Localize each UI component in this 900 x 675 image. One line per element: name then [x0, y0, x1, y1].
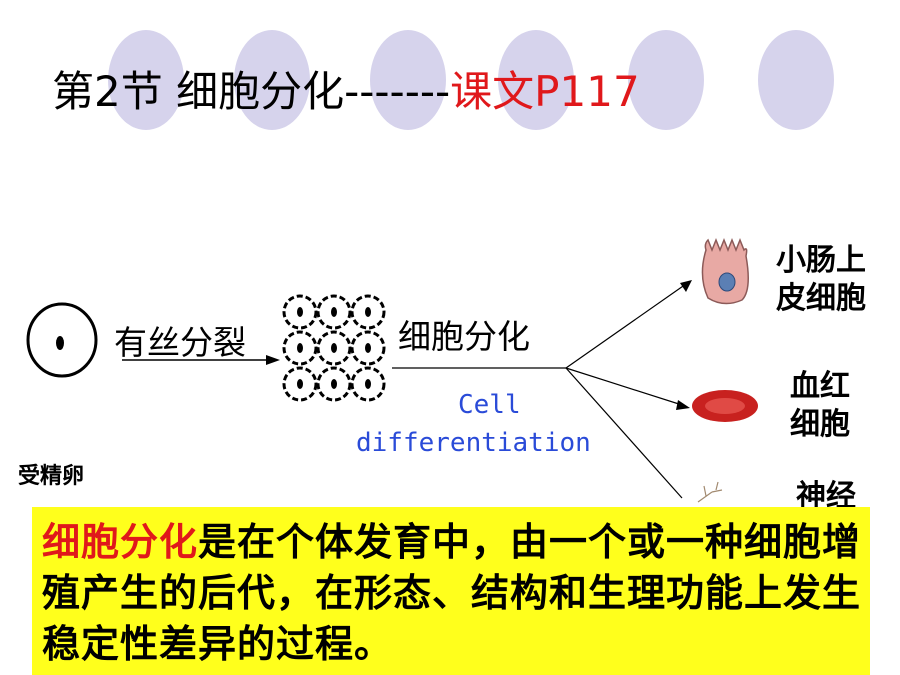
- differentiation-label: 细胞分化: [398, 317, 530, 356]
- decor-circle: [234, 30, 310, 130]
- cell-cluster-item: [316, 330, 352, 366]
- definition-box: 细胞分化是在个体发育中，由一个或一种细胞增殖产生的后代，在形态、结构和生理功能上…: [32, 507, 870, 675]
- red-blood-cell-illustration: [692, 390, 758, 422]
- intestinal-epithelial-cell-illustration: [701, 237, 749, 305]
- branch-arrowhead-intestine: [680, 280, 692, 292]
- title-reference: 课文P117: [450, 67, 640, 116]
- definition-term: 细胞分化: [42, 520, 199, 564]
- english-term-line2: differentiation: [356, 428, 591, 458]
- mitosis-label: 有丝分裂: [114, 323, 246, 362]
- title-main: 第2节 细胞分化-------: [52, 67, 451, 116]
- cell-cluster-item: [350, 366, 386, 402]
- red-blood-cell-label: 血红 细胞: [790, 368, 850, 444]
- cell-cluster-item: [282, 366, 318, 402]
- intestinal-cell-label: 小肠上 皮细胞: [776, 242, 866, 318]
- cell-cluster-item: [350, 294, 386, 330]
- definition-body: 是在个体发育中，由一个或一种细胞增殖产生的后代，在形态、结构和生理功能上发生稳定…: [42, 520, 862, 666]
- cell-label-line: 皮细胞: [776, 281, 866, 316]
- branch-arrow-nerve: [565, 367, 683, 499]
- branch-arrow-intestine: [565, 283, 687, 369]
- cell-cluster-item: [282, 294, 318, 330]
- branch-arrow-rbc: [565, 367, 683, 406]
- slide-title: 第2节 细胞分化-------课文P117: [52, 58, 640, 119]
- cell-cluster-item: [316, 294, 352, 330]
- cell-label-line: 细胞: [790, 407, 850, 442]
- dividing-cells: [282, 294, 386, 402]
- nerve-cell-illustration: [697, 481, 723, 503]
- cell-label-line: 小肠上: [776, 243, 866, 278]
- mitosis-arrow-head: [266, 355, 280, 365]
- decor-circle: [628, 30, 704, 130]
- definition-text: 细胞分化是在个体发育中，由一个或一种细胞增殖产生的后代，在形态、结构和生理功能上…: [42, 517, 870, 670]
- branch-arrowhead-rbc: [676, 400, 690, 410]
- zygote-label: 受精卵: [18, 464, 85, 489]
- cell-cluster-item: [316, 366, 352, 402]
- decor-circle: [758, 30, 834, 130]
- english-term-line1: Cell: [458, 390, 521, 420]
- decor-circle: [108, 30, 184, 130]
- cell-cluster-item: [282, 330, 318, 366]
- decor-circle: [498, 30, 574, 130]
- cell-cluster-item: [350, 330, 386, 366]
- decor-circle: [370, 30, 446, 130]
- zygote-nucleus: [56, 336, 64, 350]
- cell-label-line: 血红: [790, 369, 850, 404]
